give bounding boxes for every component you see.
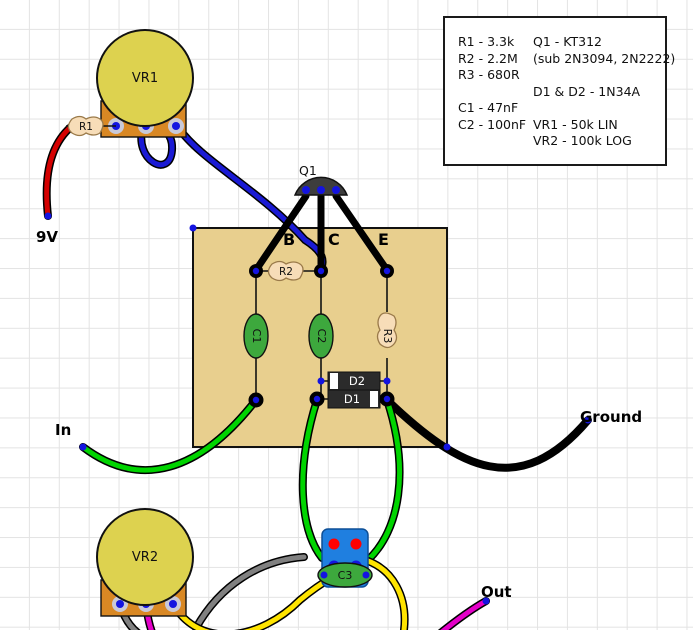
q1-collector-letter: C — [328, 230, 340, 249]
joint-diode-right-pin — [383, 395, 391, 403]
switch-wire-left-core — [300, 397, 325, 561]
q1-emitter-leg — [332, 192, 391, 274]
d1-cathode-band — [370, 391, 378, 407]
label-out: Out — [481, 583, 512, 601]
d1-label: D1 — [344, 392, 360, 406]
vr2-label: VR2 — [132, 550, 158, 565]
q1-emitter-letter: E — [378, 230, 389, 249]
legend-right-column: Q1 - KT312 (sub 2N3094, 2N2222) D1 & D2 … — [533, 34, 676, 148]
input-wire-core — [80, 397, 259, 473]
switch-grey-wire — [192, 553, 308, 630]
vr1-knob[interactable] — [96, 29, 194, 127]
label-in: In — [55, 421, 72, 439]
d2-label: D2 — [349, 374, 365, 388]
node-d2-right — [383, 377, 391, 385]
c2-label: C2 — [315, 329, 328, 344]
switch-grey-wire-core — [193, 554, 307, 630]
ground-wire — [383, 396, 592, 472]
q1-pin-base — [302, 186, 310, 194]
r2-body — [267, 260, 304, 282]
node-ground-end — [584, 416, 592, 424]
node-d2-left — [317, 377, 325, 385]
battery-positive-wire-core — [44, 123, 75, 219]
c2-body — [308, 313, 334, 359]
node-output-end — [482, 597, 490, 605]
label-ground: Ground — [580, 408, 643, 426]
switch-yellow-wire-core — [365, 558, 408, 630]
board-node-bottomright — [443, 443, 451, 451]
c3-label: C3 — [338, 569, 353, 582]
output-wire-core — [440, 598, 489, 630]
component-legend-box: R1 - 3.3k R2 - 2.2M R3 - 680R C1 - 47nF … — [443, 16, 675, 166]
vr1-label: VR1 — [132, 71, 158, 86]
c3-pin-right — [362, 571, 370, 579]
joint-input-pin — [252, 396, 260, 404]
c1-label: C1 — [250, 329, 263, 344]
board-node-topleft — [189, 224, 197, 232]
vr2-lug-left-pin — [116, 600, 124, 608]
r3-label: R3 — [381, 329, 394, 344]
joint-base-pin — [252, 267, 260, 275]
node-battery-end — [44, 212, 52, 220]
node-input-end — [79, 443, 87, 451]
r1-label: R1 — [79, 121, 93, 133]
switch-wire-right-core — [365, 397, 403, 563]
r1-body — [67, 115, 104, 137]
q1-designator: Q1 — [299, 163, 317, 178]
vr2-lug-right-pin — [169, 600, 177, 608]
switch-pad-top-left — [328, 538, 340, 550]
legend-left-column: R1 - 3.3k R2 - 2.2M R3 - 680R C1 - 47nF … — [458, 34, 527, 132]
switch-pad-top-right — [350, 538, 362, 550]
q1-base-leg — [252, 192, 310, 274]
joint-emitter-pin — [383, 267, 391, 275]
q1-base-letter: B — [283, 230, 296, 249]
c3-pin-left — [320, 571, 328, 579]
vr2-knob[interactable] — [96, 508, 194, 606]
joint-diode-left-pin — [313, 395, 321, 403]
label-9v: 9V — [36, 228, 59, 246]
joint-collector-pin — [317, 267, 325, 275]
r2-label: R2 — [279, 266, 293, 278]
q1-pin-collector — [317, 186, 325, 194]
c1-body — [243, 313, 269, 359]
r3-body — [376, 312, 398, 349]
q1-pin-emitter — [332, 186, 340, 194]
vr1-lug-right-pin — [172, 122, 180, 130]
c3-body — [317, 562, 373, 588]
d2-cathode-band — [330, 373, 338, 389]
